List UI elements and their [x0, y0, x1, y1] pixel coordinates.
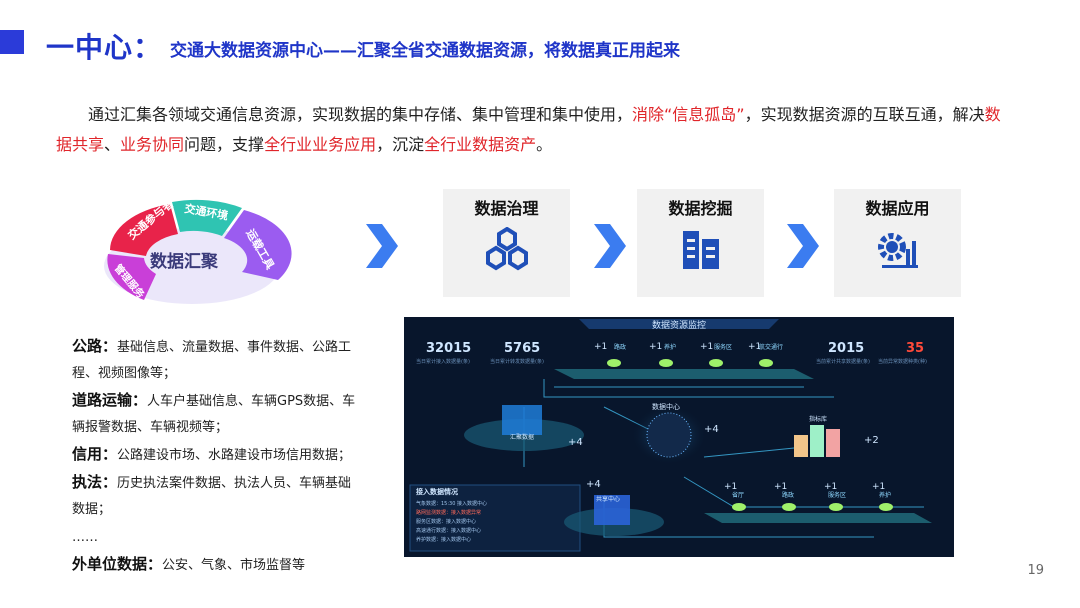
- page-subtitle: 交通大数据资源中心——汇聚全省交通数据资源，将数据真正用起来: [170, 41, 680, 61]
- list-item: 公路：基础信息、流量数据、事件数据、公路工程、视频图像等；: [72, 337, 352, 381]
- ring-segment-vehicle: [224, 210, 292, 280]
- center-label: 数据中心: [652, 402, 680, 411]
- plus-one-label: +1: [649, 342, 662, 352]
- page-title: 一中心：: [46, 31, 163, 64]
- dashboard-title: 数据资源监控: [652, 319, 706, 331]
- gear-chart-icon: [878, 233, 918, 268]
- plus-one-label: +1: [748, 342, 761, 352]
- monitor-dashboard: 数据资源监控 32015 当日累计接入数据量(条) 5765 当日累计转发数据量…: [404, 317, 954, 557]
- bottom-node-1: 路政: [782, 491, 794, 499]
- dashboard-graphic: 数据资源监控 32015 当日累计接入数据量(条) 5765 当日累计转发数据量…: [404, 317, 954, 557]
- plus-two-label: +2: [864, 435, 879, 446]
- buildings-icon: [683, 231, 719, 269]
- list-item: 信用：公路建设市场、水路建设市场信用数据；: [72, 445, 352, 463]
- ring-center-label: 数据汇聚: [150, 251, 219, 272]
- log-title: 接入数据情况: [416, 487, 458, 496]
- card-data-application: 数据应用: [834, 189, 961, 297]
- share-label: 共享中心: [596, 495, 620, 503]
- stat-caption-1: 当日累计转发数据量(条): [490, 358, 544, 365]
- ring-segment-participant: [110, 204, 178, 256]
- bottom-node-0: 省厅: [732, 491, 744, 499]
- top-node-3: 航交通行: [759, 343, 783, 351]
- index-label: 指标库: [809, 415, 827, 423]
- stat-caption-0: 当日累计接入数据量(条): [416, 358, 470, 365]
- card-data-governance: 数据治理: [443, 189, 570, 297]
- ring-segment-management: [107, 254, 156, 300]
- list-item: ……: [72, 530, 98, 545]
- ring-segment-environment: [172, 199, 242, 236]
- stat-caption-2: 当前累计共享数据量(条): [816, 358, 870, 365]
- card-label: 数据挖掘: [668, 199, 733, 218]
- stat-value-0: 32015: [426, 341, 471, 356]
- plus-one-label: +1: [824, 482, 837, 492]
- plus-four-label: +4: [568, 437, 583, 448]
- plus-one-label: +1: [774, 482, 787, 492]
- data-aggregation-ring: 交通参与者 交通环境 运载工具 管理服务 数据汇聚: [104, 196, 292, 304]
- list-item: 外单位数据：公安、气象、市场监督等: [72, 555, 306, 573]
- stat-value-3: 35: [906, 341, 924, 356]
- accent-bar: [0, 30, 24, 54]
- bottom-node-3: 养护: [879, 491, 891, 499]
- card-data-mining: 数据挖掘: [637, 189, 764, 297]
- page-number: 19: [1027, 563, 1044, 578]
- log-line: 高速通行数据：接入数据中心: [416, 527, 481, 534]
- intro-paragraph: 通过汇集各领域交通信息资源，实现数据的集中存储、集中管理和集中使用，消除“信息孤…: [56, 105, 1001, 154]
- plus-four-label: +4: [704, 424, 719, 435]
- top-node-2: 服务区: [714, 343, 732, 351]
- hexagon-cluster-icon: [486, 227, 528, 271]
- plus-one-label: +1: [724, 482, 737, 492]
- plus-one-label: +1: [700, 342, 713, 352]
- collect-label: 汇聚数据: [510, 433, 534, 441]
- plus-one-label: +1: [872, 482, 885, 492]
- bottom-node-2: 服务区: [828, 491, 846, 499]
- card-label: 数据治理: [474, 199, 539, 218]
- card-label: 数据应用: [865, 199, 930, 218]
- log-line: 养护数据：接入数据中心: [416, 536, 471, 543]
- chevron-right-icon: [594, 224, 626, 268]
- log-line: 服务区数据：接入数据中心: [416, 518, 476, 525]
- chevron-right-icon: [366, 224, 398, 268]
- list-item: 道路运输：人车户基础信息、车辆GPS数据、车辆报警数据、车辆视频等；: [72, 391, 356, 435]
- chevron-right-icon: [787, 224, 819, 268]
- list-item: 执法：历史执法案件数据、执法人员、车辆基础数据；: [72, 473, 352, 517]
- stat-value-1: 5765: [504, 341, 540, 356]
- stat-caption-3: 当前异常数据种类(种): [878, 358, 927, 365]
- log-line: 路网监测数据：接入数据异常: [416, 509, 481, 516]
- log-line: 气象数据：15:30 接入数据中心: [416, 500, 487, 507]
- top-node-0: 路政: [614, 343, 626, 351]
- data-source-list: 公路：基础信息、流量数据、事件数据、公路工程、视频图像等； 道路运输：人车户基础…: [72, 333, 364, 579]
- stat-value-2: 2015: [828, 341, 864, 356]
- plus-four-label: +4: [586, 479, 601, 490]
- top-node-1: 养护: [664, 343, 676, 351]
- plus-one-label: +1: [594, 342, 607, 352]
